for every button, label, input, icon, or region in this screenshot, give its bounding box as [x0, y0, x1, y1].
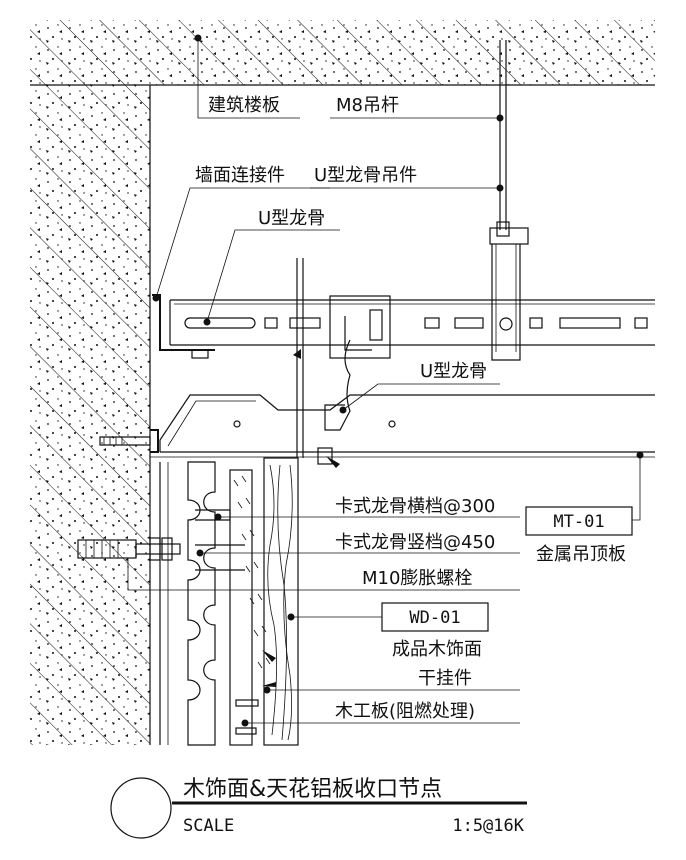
u-keel-channel — [169, 295, 655, 359]
vertical-hanger — [293, 258, 351, 458]
wood-board — [229, 469, 271, 746]
finished-wood-panel — [263, 457, 299, 746]
label-wall-connector: 墙面连接件 — [195, 165, 285, 186]
tag-wd01: WD-01 — [381, 602, 489, 632]
label-u-keel-mid: U型龙骨 — [420, 361, 487, 382]
metal-ceiling-panel — [150, 394, 655, 458]
concrete-wall — [30, 85, 151, 745]
wall-screw-upper — [99, 429, 159, 453]
card-keel-profile — [159, 461, 245, 746]
tag-wd01-text: WD-01 — [409, 608, 460, 628]
detail-circle — [110, 777, 172, 839]
label-card-keel-horizontal: 卡式龙骨横档@300 — [335, 496, 495, 517]
label-m10-bolt: M10膨胀螺栓 — [362, 568, 472, 589]
scale-label: SCALE — [183, 816, 234, 836]
building-slab — [30, 20, 655, 86]
tag-mt01-text: MT-01 — [553, 512, 604, 532]
leader-lines — [127, 34, 644, 727]
label-u-keel-top: U型龙骨 — [258, 208, 325, 229]
label-building-slab: 建筑楼板 — [208, 95, 280, 116]
label-card-keel-vertical: 卡式龙骨竖档@450 — [335, 532, 495, 553]
label-metal-ceiling: 金属吊顶板 — [536, 544, 626, 565]
wall-connector-bracket — [152, 294, 215, 359]
tag-mt01: MT-01 — [525, 506, 633, 536]
m10-expansion-bolt — [77, 537, 181, 561]
scale-value: 1:5@16K — [452, 816, 524, 836]
label-wood-board: 木工板(阻燃处理) — [335, 701, 475, 722]
m8-hanger-rod — [489, 40, 529, 361]
dry-hanger-fixings — [235, 650, 276, 735]
label-finished-wood: 成品木饰面 — [392, 639, 482, 660]
label-u-hanger: U型龙骨吊件 — [314, 165, 417, 186]
drawing-title: 木饰面&天花铝板收口节点 — [183, 777, 442, 802]
ceiling-clip — [317, 447, 340, 468]
title-block: 木饰面&天花铝板收口节点 SCALE 1:5@16K — [110, 777, 527, 839]
label-dry-hanger: 干挂件 — [418, 668, 472, 689]
label-m8-rod: M8吊杆 — [336, 95, 399, 116]
